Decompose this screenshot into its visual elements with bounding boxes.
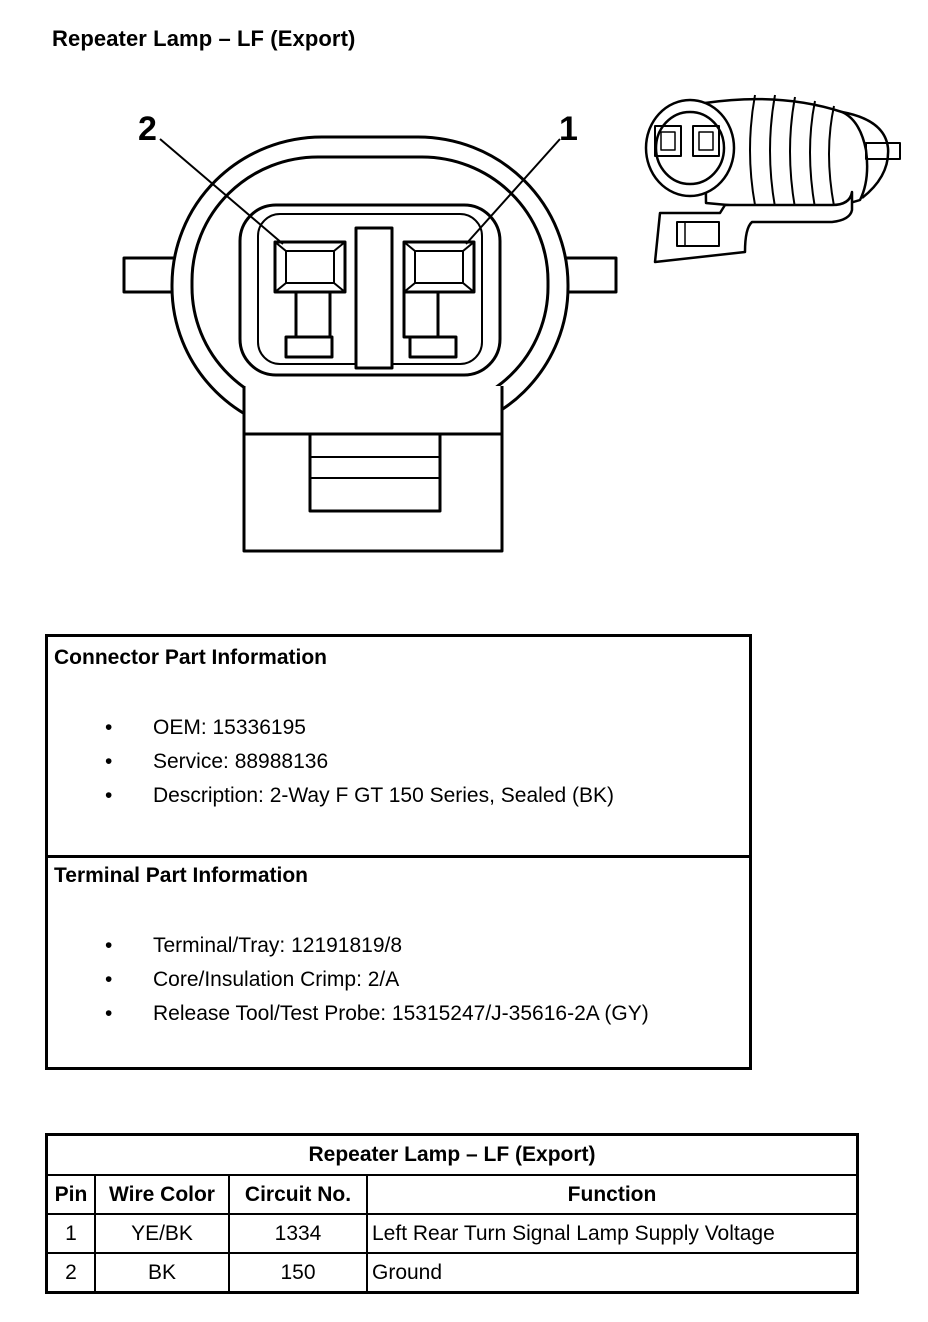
function-cell: Left Rear Turn Signal Lamp Supply Voltag… [366,1213,859,1254]
pin-table-caption: Repeater Lamp – LF (Export) [45,1133,859,1176]
function-cell: Ground [366,1252,859,1294]
pin-2-leader [159,138,284,245]
col-header-function: Function [366,1174,859,1215]
wire-color-cell: YE/BK [94,1213,230,1254]
connector-info-heading: Connector Part Information [54,646,328,669]
part-info-box: Connector Part Information •OEM: 1533619… [45,634,752,1070]
col-header-pin: Pin [45,1174,96,1215]
pin-2-label: 2 [138,110,157,148]
table-row: 1 YE/BK 1334 Left Rear Turn Signal Lamp … [45,1213,859,1254]
pin-1-label: 1 [559,110,578,148]
latch [308,432,442,513]
center-key [354,226,394,370]
wire-color-cell: BK [94,1252,230,1294]
page-title: Repeater Lamp – LF (Export) [52,26,356,51]
col-header-circuit: Circuit No. [228,1174,368,1215]
table-header-row: Pin Wire Color Circuit No. Function [45,1174,859,1215]
pin-1-leader [465,138,561,245]
connector-side-view [644,94,901,264]
pin-cell: 1 [45,1213,96,1254]
col-header-wire-color: Wire Color [94,1174,230,1215]
terminal-info-heading: Terminal Part Information [54,864,308,887]
connector-cavity [238,203,502,377]
terminal-part-info: Terminal Part Information •Terminal/Tray… [54,864,649,1025]
connector-part-info: Connector Part Information •OEM: 1533619… [48,637,749,858]
latch-housing [242,386,504,553]
circuit-cell: 150 [228,1252,368,1294]
pin-cell: 2 [45,1252,96,1294]
circuit-cell: 1334 [228,1213,368,1254]
left-ear [122,256,180,294]
connector-diagram: 2 1 [122,94,901,553]
table-row: 2 BK 150 Ground [45,1252,859,1294]
pin-table: Repeater Lamp – LF (Export) Pin Wire Col… [45,1133,859,1294]
